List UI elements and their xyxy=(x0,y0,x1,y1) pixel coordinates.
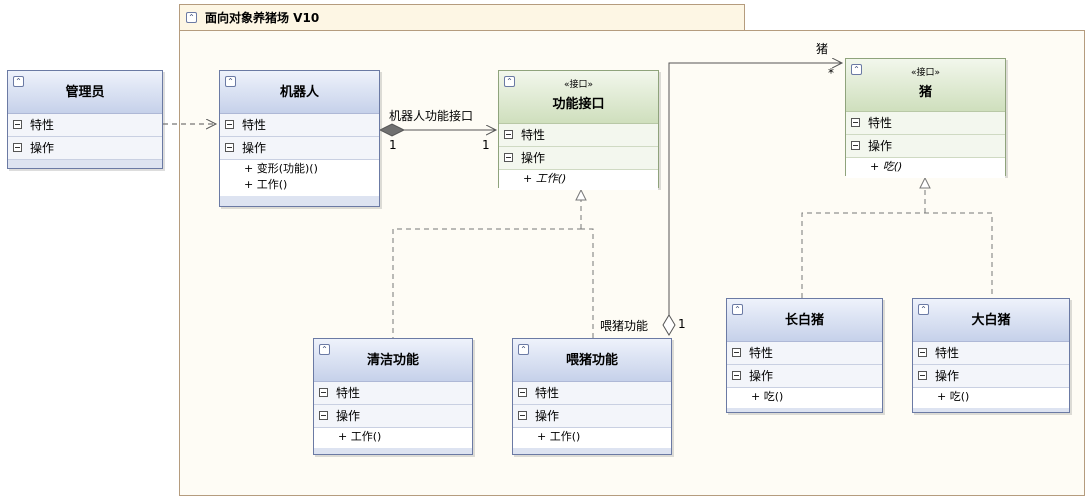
collapse-icon[interactable]: ⌃ xyxy=(504,76,515,87)
package-tab xyxy=(179,4,745,30)
class-long-white[interactable]: ⌃ 长白猪 特性 操作 + 吃() xyxy=(726,298,883,413)
operation-list: + 工作() xyxy=(513,428,671,448)
operation-list: + 工作() xyxy=(314,428,472,448)
collapse-icon[interactable]: ⌃ xyxy=(851,64,862,75)
realization-pig xyxy=(801,188,993,298)
multiplicity-feeding: 1 xyxy=(678,317,686,331)
package-collapse-icon[interactable]: ⌃ xyxy=(186,12,197,23)
collapse-minus-icon[interactable] xyxy=(851,141,860,150)
operations-compartment[interactable]: 操作 xyxy=(727,365,882,388)
operations-compartment[interactable]: 操作 xyxy=(499,147,658,170)
collapse-minus-icon[interactable] xyxy=(518,388,527,397)
class-name: 大白猪 xyxy=(971,313,1011,328)
collapse-minus-icon[interactable] xyxy=(13,120,22,129)
operation-item[interactable]: + 吃() xyxy=(870,160,903,173)
operation-list: + 吃() xyxy=(727,388,882,408)
operations-compartment[interactable]: 操作 xyxy=(314,405,472,428)
class-name: 管理员 xyxy=(65,85,105,100)
collapse-minus-icon[interactable] xyxy=(13,143,22,152)
class-name: 喂猪功能 xyxy=(565,353,618,368)
operations-compartment[interactable]: 操作 xyxy=(8,137,162,160)
attributes-compartment[interactable]: 特性 xyxy=(499,124,658,147)
collapse-minus-icon[interactable] xyxy=(851,118,860,127)
class-name: 长白猪 xyxy=(784,313,824,328)
operations-compartment[interactable]: 操作 xyxy=(513,405,671,428)
multiplicity-pig: * xyxy=(828,66,834,80)
operations-compartment[interactable]: 操作 xyxy=(913,365,1069,388)
attributes-compartment[interactable]: 特性 xyxy=(727,342,882,365)
association-feeding-pig xyxy=(668,63,842,315)
attributes-compartment[interactable]: 特性 xyxy=(314,382,472,405)
attributes-compartment[interactable]: 特性 xyxy=(513,382,671,405)
collapse-minus-icon[interactable] xyxy=(319,388,328,397)
class-admin[interactable]: ⌃ 管理员 特性 操作 xyxy=(7,70,163,169)
class-name: 机器人 xyxy=(279,85,319,100)
operation-item[interactable]: + 变形(功能)() xyxy=(244,162,318,175)
class-name: 猪 xyxy=(918,85,932,100)
operation-item[interactable]: + 工作() xyxy=(338,430,382,443)
stereotype-label: «接口» xyxy=(910,68,940,78)
aggregation-role-label: 喂猪功能 xyxy=(600,319,649,333)
operations-compartment[interactable]: 操作 xyxy=(846,135,1005,158)
operation-item[interactable]: + 吃() xyxy=(751,390,784,403)
collapse-icon[interactable]: ⌃ xyxy=(225,76,236,87)
class-feeding[interactable]: ⌃ 喂猪功能 特性 操作 + 工作() xyxy=(512,338,672,455)
interface-pig[interactable]: ⌃ «接口» 猪 特性 操作 + 吃() xyxy=(845,58,1006,178)
multiplicity-robot: 1 xyxy=(389,138,397,152)
realization-triangle-pig xyxy=(919,176,931,189)
collapse-minus-icon[interactable] xyxy=(918,348,927,357)
class-cleaning[interactable]: ⌃ 清洁功能 特性 操作 + 工作() xyxy=(313,338,473,455)
realization-triangle-function xyxy=(575,188,587,201)
realization-function xyxy=(392,200,594,360)
class-name: 功能接口 xyxy=(552,97,605,112)
aggregation-diamond xyxy=(662,314,676,336)
operation-item[interactable]: + 吃() xyxy=(937,390,970,403)
collapse-icon[interactable]: ⌃ xyxy=(319,344,330,355)
association-role-pig: 猪 xyxy=(816,42,829,56)
class-large-white[interactable]: ⌃ 大白猪 特性 操作 + 吃() xyxy=(912,298,1070,413)
collapse-minus-icon[interactable] xyxy=(732,371,741,380)
package-title: 面向对象养猪场 V10 xyxy=(205,11,320,25)
collapse-minus-icon[interactable] xyxy=(918,371,927,380)
attributes-compartment[interactable]: 特性 xyxy=(913,342,1069,365)
stereotype-label: «接口» xyxy=(563,80,593,90)
operation-list: + 变形(功能)() + 工作() xyxy=(220,160,379,196)
operation-item[interactable]: + 工作() xyxy=(244,178,288,191)
collapse-minus-icon[interactable] xyxy=(732,348,741,357)
operation-list: + 吃() xyxy=(846,158,1005,178)
operations-compartment[interactable]: 操作 xyxy=(220,137,379,160)
collapse-minus-icon[interactable] xyxy=(225,120,234,129)
class-robot[interactable]: ⌃ 机器人 特性 操作 + 变形(功能)() + 工作() xyxy=(219,70,380,207)
collapse-icon[interactable]: ⌃ xyxy=(518,344,529,355)
collapse-minus-icon[interactable] xyxy=(504,130,513,139)
operation-item[interactable]: + 工作() xyxy=(523,172,567,185)
composition-diamond xyxy=(378,123,406,137)
operation-list: + 吃() xyxy=(913,388,1069,408)
operation-list: + 工作() xyxy=(499,170,658,190)
collapse-minus-icon[interactable] xyxy=(319,411,328,420)
attributes-compartment[interactable]: 特性 xyxy=(220,114,379,137)
collapse-minus-icon[interactable] xyxy=(225,143,234,152)
collapse-icon[interactable]: ⌃ xyxy=(732,304,743,315)
collapse-minus-icon[interactable] xyxy=(518,411,527,420)
multiplicity-function: 1 xyxy=(482,138,490,152)
interface-function[interactable]: ⌃ «接口» 功能接口 特性 操作 + 工作() xyxy=(498,70,659,190)
collapse-minus-icon[interactable] xyxy=(504,153,513,162)
collapse-icon[interactable]: ⌃ xyxy=(918,304,929,315)
attributes-compartment[interactable]: 特性 xyxy=(846,112,1005,135)
operation-item[interactable]: + 工作() xyxy=(537,430,581,443)
association-role-label: 机器人功能接口 xyxy=(389,109,474,123)
collapse-icon[interactable]: ⌃ xyxy=(13,76,24,87)
attributes-compartment[interactable]: 特性 xyxy=(8,114,162,137)
class-name: 清洁功能 xyxy=(366,353,419,368)
